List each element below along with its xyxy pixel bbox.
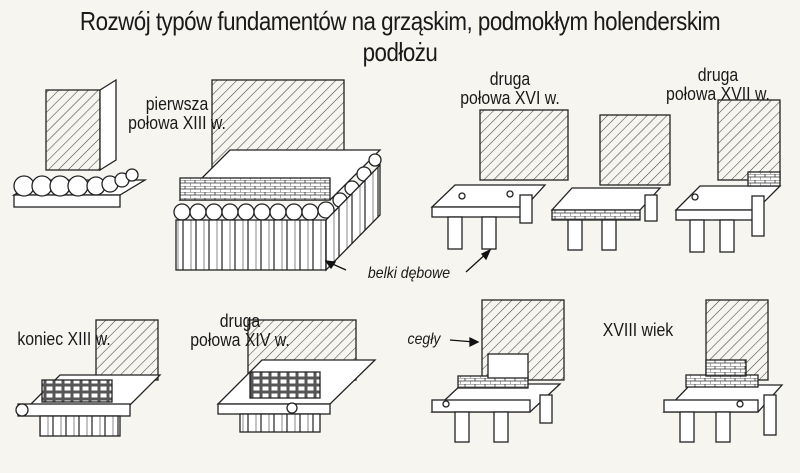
foundation-xiii-first-half	[11, 78, 148, 208]
label-xiii-first-a: pierwsza	[145, 94, 209, 114]
bricks-arrowhead	[469, 336, 480, 348]
label-xviii-century: XVIII wiek	[602, 320, 674, 340]
label-xvi-second-b: połowa XVI w.	[460, 88, 560, 108]
label-oak-beams: belki dębowe	[367, 265, 451, 282]
label-xvii-second-b: połowa XVII w.	[666, 84, 770, 104]
label-xiv-second-half: druga połowa XIV w.	[183, 312, 297, 350]
label-xiii-first-b: połowa XIII w.	[128, 113, 226, 133]
label-xvii-second-a: druga	[697, 65, 739, 85]
label-xvi-second-a: druga	[489, 69, 531, 89]
foundation-xvi-second-half	[430, 109, 569, 250]
foundation-xvi-xvii-transition	[550, 114, 671, 251]
foundation-oak-piles-large	[173, 79, 382, 272]
oak-beams-arrowhead-right	[480, 248, 492, 261]
label-xiii-end: koniec XIII w.	[17, 329, 111, 349]
label-xiii-first-half: pierwsza połowa XIII w.	[120, 95, 234, 133]
foundation-xvii-second-half	[674, 99, 782, 253]
foundation-brick-stepped	[430, 299, 565, 443]
label-xvi-second-half: druga połowa XVI w.	[453, 70, 567, 108]
label-bricks: cegły	[407, 331, 441, 348]
oak-beams-arrowhead-left	[324, 260, 337, 270]
label-xiv-second-b: połowa XIV w.	[190, 330, 290, 350]
diagram-title: Rozwój typów fundamentów na grząskim, po…	[79, 6, 721, 67]
label-xvii-second-half: druga połowa XVII w.	[656, 66, 779, 104]
foundation-xiii-end	[15, 319, 162, 437]
foundation-xviii-century	[662, 299, 784, 443]
label-xiv-second-a: druga	[219, 311, 261, 331]
foundation-xiv-second-half	[216, 319, 377, 433]
